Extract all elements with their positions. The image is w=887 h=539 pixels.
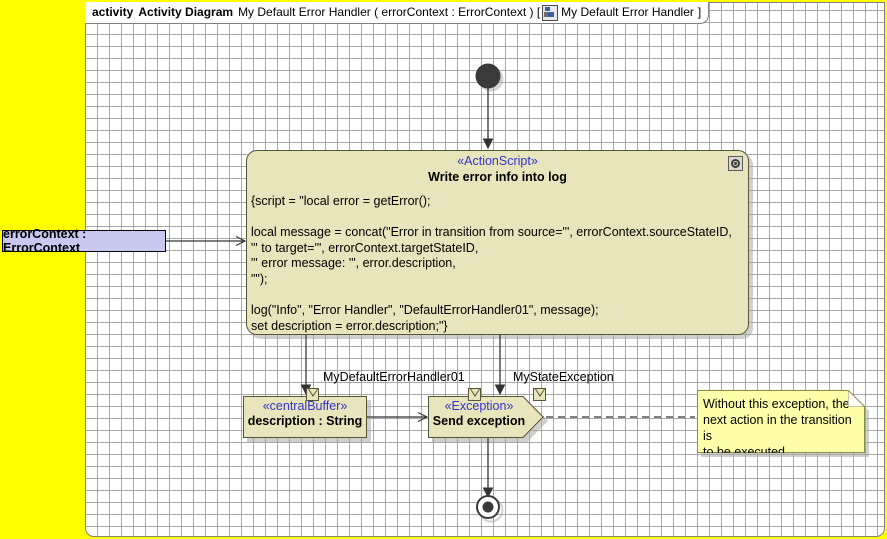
class-diagram-icon	[542, 4, 559, 21]
send-exception-name: Send exception	[432, 414, 526, 428]
input-pin-exception-left[interactable]	[468, 388, 481, 401]
central-buffer-name: description : String	[247, 414, 363, 428]
action-node-name: Write error info into log	[428, 170, 567, 184]
send-exception-node[interactable]: «Exception» Send exception	[428, 396, 544, 438]
edge-label-exception-pin: MyStateException	[513, 370, 614, 384]
frame-context-name: My Default Error Handler	[561, 5, 694, 19]
central-buffer-stereotype: «centralBuffer»	[262, 399, 348, 413]
input-pin-exception-right[interactable]	[533, 388, 546, 401]
action-script-icon[interactable]	[728, 156, 743, 171]
edge-label-buffer-pin: MyDefaultErrorHandler01	[323, 370, 465, 384]
action-node-write-error-info[interactable]: «ActionScript» Write error info into log…	[246, 150, 749, 335]
activity-parameter-node-errorcontext[interactable]: errorContext : ErrorContext	[2, 227, 166, 255]
note-text: Without this exception, the next action …	[703, 397, 852, 459]
action-script-body: {script = "local error = getError(); loc…	[251, 194, 732, 333]
frame-diagram-type: Activity Diagram	[138, 5, 234, 19]
frame-signature: My Default Error Handler ( errorContext …	[238, 5, 541, 19]
frame-keyword: activity	[92, 5, 134, 19]
send-exception-stereotype: «Exception»	[444, 399, 514, 413]
comment-note[interactable]: Without this exception, the next action …	[697, 390, 865, 453]
central-buffer-node-description[interactable]: «centralBuffer» description : String	[243, 396, 367, 438]
action-stereotype: «ActionScript»	[457, 154, 538, 168]
output-pin-buffer[interactable]	[306, 388, 319, 401]
frame-signature-close: ]	[697, 5, 702, 19]
frame-title-bar: activity Activity Diagram My Default Err…	[85, 2, 710, 24]
